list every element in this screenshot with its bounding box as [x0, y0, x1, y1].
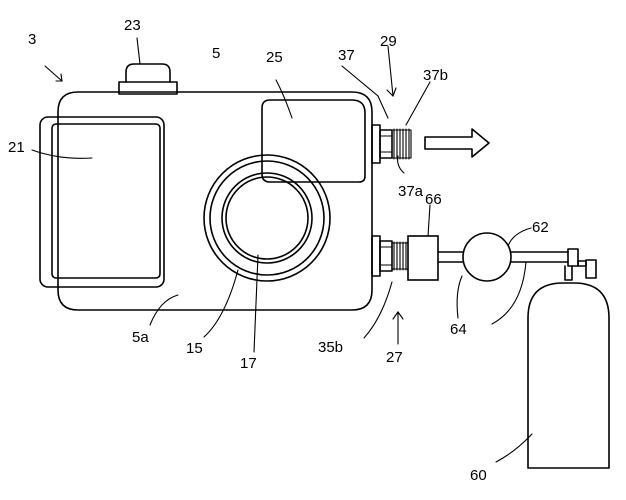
leader-lines [31, 37, 533, 463]
lens-assembly [203, 154, 331, 282]
label-21: 21 [8, 139, 25, 156]
reference-labels: 3 23 5 25 37 29 37b 21 37a 66 62 64 5a 1… [8, 17, 549, 484]
tank-fitting [564, 248, 597, 281]
label-66: 66 [425, 191, 442, 208]
label-37a: 37a [398, 183, 424, 200]
upper-connector [371, 124, 412, 164]
label-27: 27 [386, 349, 403, 366]
display-window [39, 116, 165, 288]
housing-body [57, 91, 373, 311]
coupler [407, 235, 439, 281]
lower-connector [371, 235, 409, 277]
label-35b: 35b [318, 339, 343, 356]
hose [437, 251, 569, 263]
label-17: 17 [240, 355, 257, 372]
label-5a: 5a [132, 329, 149, 346]
label-25: 25 [266, 49, 283, 66]
gas-tank [527, 282, 610, 469]
label-60: 60 [470, 467, 487, 484]
component-block [261, 99, 366, 183]
outlet-arrow [424, 128, 490, 158]
label-3: 3 [28, 31, 36, 48]
valve [462, 232, 512, 282]
label-15: 15 [186, 340, 203, 357]
label-37: 37 [338, 47, 355, 64]
label-62: 62 [532, 219, 549, 236]
label-37b: 37b [423, 67, 448, 84]
label-5: 5 [212, 45, 220, 62]
top-button [118, 63, 178, 95]
label-29: 29 [380, 33, 397, 50]
label-23: 23 [124, 17, 141, 34]
label-64: 64 [450, 321, 467, 338]
